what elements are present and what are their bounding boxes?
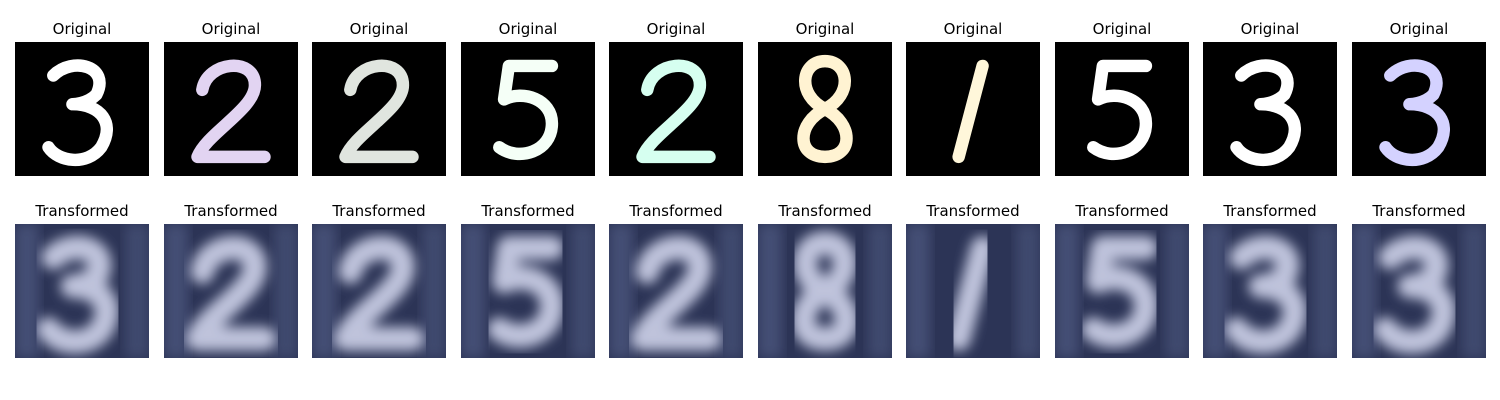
transformed-digit-image: [312, 224, 446, 358]
transformed-digit-image: [164, 224, 298, 358]
transformed-title: Transformed: [1075, 202, 1169, 220]
transformed-title: Transformed: [35, 202, 129, 220]
transformed-title: Transformed: [481, 202, 575, 220]
original-title: Original: [1092, 20, 1152, 38]
transformed-digit-image: [461, 224, 595, 358]
original-title: Original: [349, 20, 409, 38]
original-digit-image: [758, 42, 892, 176]
transformed-digit-image: [1352, 224, 1486, 358]
original-digit-image: [906, 42, 1040, 176]
original-digit-image: [312, 42, 446, 176]
transformed-digit-image: [1203, 224, 1337, 358]
transformed-digit-image: [906, 224, 1040, 358]
transformed-title: Transformed: [1372, 202, 1466, 220]
transformed-digit-image: [1055, 224, 1189, 358]
transformed-title: Transformed: [629, 202, 723, 220]
original-title: Original: [498, 20, 558, 38]
transformed-title: Transformed: [778, 202, 872, 220]
original-title: Original: [943, 20, 1003, 38]
transformed-digit-image: [15, 224, 149, 358]
transformed-title: Transformed: [184, 202, 278, 220]
transformed-title: Transformed: [332, 202, 426, 220]
original-digit-image: [609, 42, 743, 176]
original-title: Original: [646, 20, 706, 38]
original-title: Original: [52, 20, 112, 38]
original-digit-image: [1055, 42, 1189, 176]
transformed-title: Transformed: [1223, 202, 1317, 220]
original-digit-image: [164, 42, 298, 176]
transformed-digit-image: [609, 224, 743, 358]
original-title: Original: [1389, 20, 1449, 38]
transformed-digit-image: [758, 224, 892, 358]
original-title: Original: [795, 20, 855, 38]
original-digit-image: [15, 42, 149, 176]
original-digit-image: [461, 42, 595, 176]
original-digit-image: [1203, 42, 1337, 176]
original-title: Original: [1240, 20, 1300, 38]
original-digit-image: [1352, 42, 1486, 176]
original-title: Original: [201, 20, 261, 38]
transformed-title: Transformed: [926, 202, 1020, 220]
